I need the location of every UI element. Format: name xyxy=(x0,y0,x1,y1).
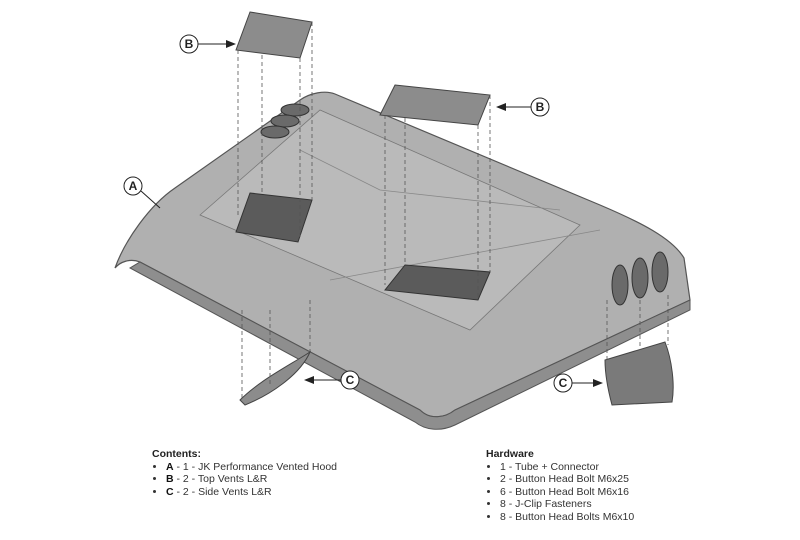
contents-item: B - 2 - Top Vents L&R xyxy=(166,473,337,486)
contents-list: Contents: A - 1 - JK Performance Vented … xyxy=(152,448,337,498)
svg-text:B: B xyxy=(185,37,194,51)
side-vent-c-left xyxy=(239,350,312,406)
top-vent-right-installed xyxy=(384,264,491,301)
svg-text:C: C xyxy=(346,373,355,387)
top-vent-left-installed xyxy=(235,192,313,243)
top-vent-b-upper xyxy=(235,11,313,59)
hardware-item: 6 - Button Head Bolt M6x16 xyxy=(500,486,634,499)
exploded-view: B B A C C xyxy=(114,11,691,430)
dashed-guides xyxy=(237,22,669,400)
hardware-item: 1 - Tube + Connector xyxy=(500,461,634,474)
contents-heading: Contents: xyxy=(152,448,201,460)
hardware-item: 2 - Button Head Bolt M6x25 xyxy=(500,473,634,486)
hood xyxy=(114,91,691,430)
svg-text:C: C xyxy=(559,376,568,390)
hardware-list: Hardware 1 - Tube + Connector 2 - Button… xyxy=(486,448,634,523)
svg-text:B: B xyxy=(536,100,545,114)
contents-item: A - 1 - JK Performance Vented Hood xyxy=(166,461,337,474)
hardware-item: 8 - J-Clip Fasteners xyxy=(500,498,634,511)
callout-b-right: B xyxy=(496,97,550,117)
side-slots-right xyxy=(611,251,669,306)
side-vent-c-right xyxy=(604,341,674,406)
callout-a: A xyxy=(123,176,161,209)
contents-item: C - 2 - Side Vents L&R xyxy=(166,486,337,499)
top-vent-b-lower xyxy=(379,84,491,126)
callout-c-left: C xyxy=(304,370,360,390)
side-slots-left xyxy=(260,103,310,139)
callout-b-top: B xyxy=(179,34,236,54)
svg-text:A: A xyxy=(129,179,138,193)
callout-c-right: C xyxy=(553,373,603,393)
hardware-heading: Hardware xyxy=(486,448,534,460)
hardware-item: 8 - Button Head Bolts M6x10 xyxy=(500,511,634,524)
